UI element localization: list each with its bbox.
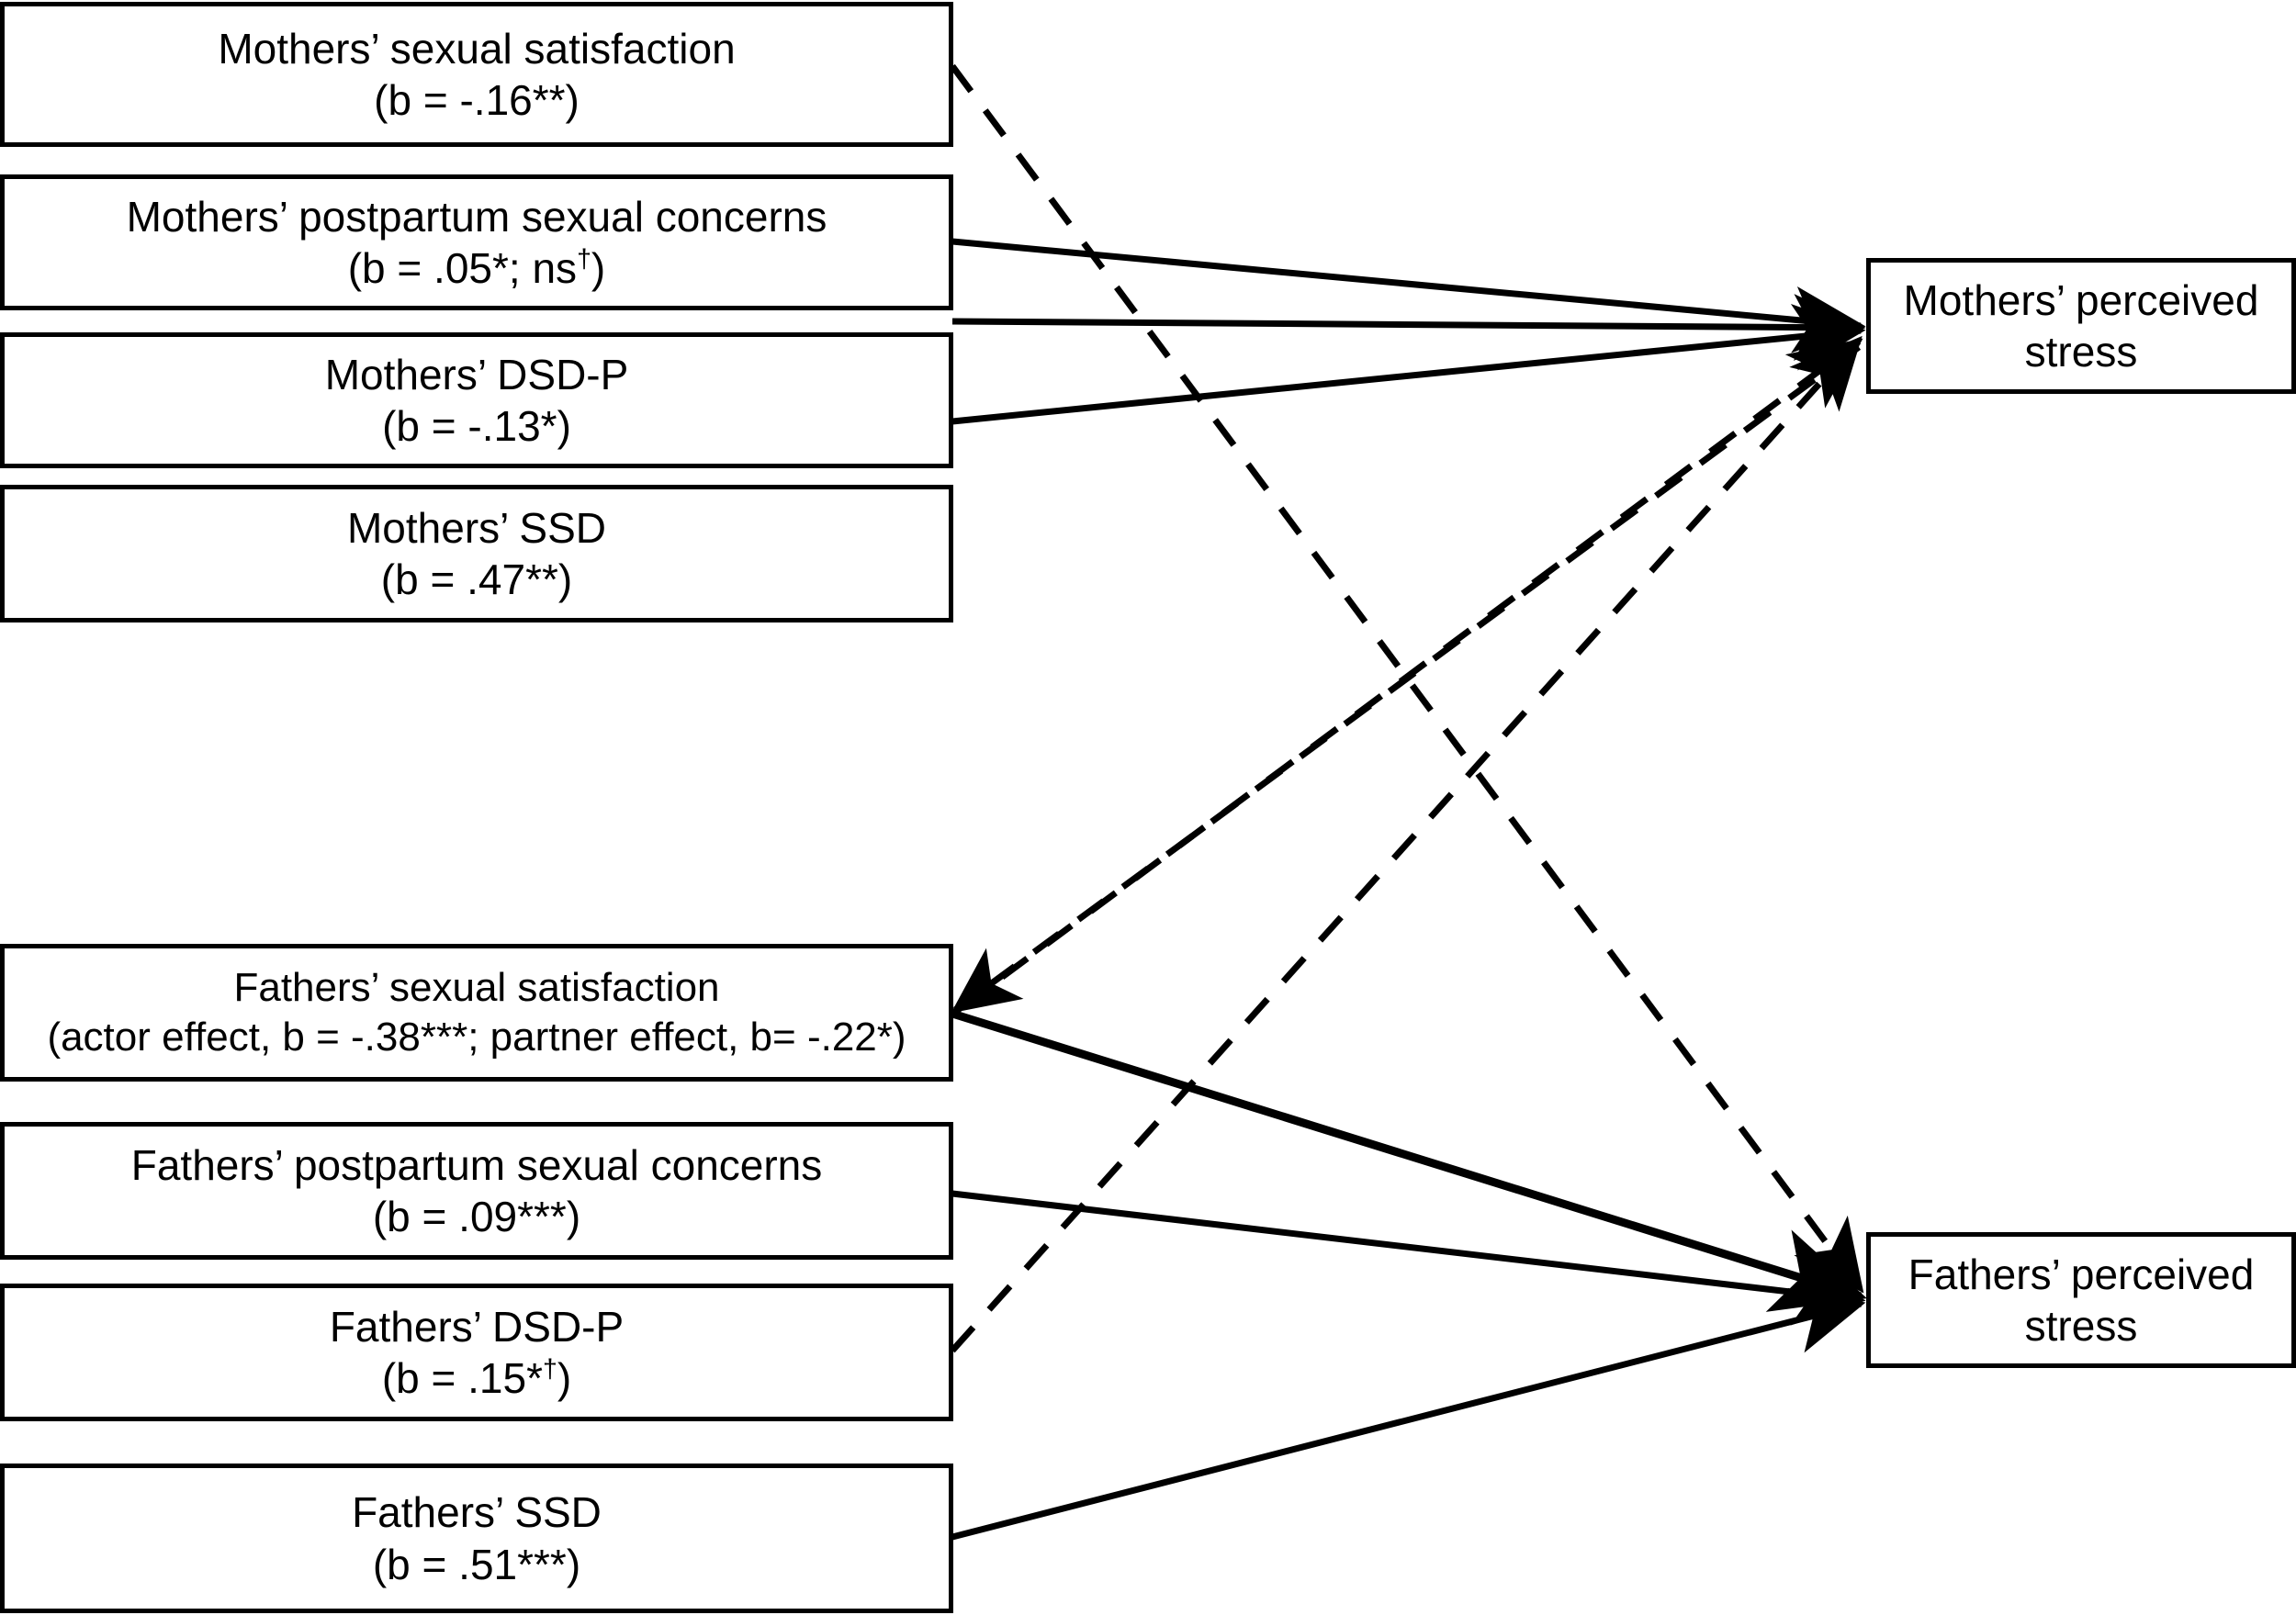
node-coefficient: (b = -.13*)	[382, 402, 571, 450]
edge-fathers-satisfaction-to-fathers-stress	[951, 1009, 1867, 1312]
node-label-line2: stress	[2024, 328, 2138, 376]
node-label: Mothers’ postpartum sexual concerns	[126, 192, 827, 241]
node-coefficient-main: (b = .15*	[381, 1354, 543, 1402]
node-label: Mothers’ SSD	[346, 503, 607, 552]
node-label-line1: Mothers’ perceived	[1903, 275, 2259, 324]
node-fathers-postpartum-sexual-concerns[interactable]: Fathers’ postpartum sexual concerns (b =…	[0, 1122, 953, 1260]
node-label: Fathers’ DSD-P	[329, 1302, 625, 1351]
node-label: Mothers’ sexual satisfaction	[218, 24, 736, 73]
node-label: Fathers’ SSD	[352, 1488, 602, 1537]
node-label: Fathers’ postpartum sexual concerns	[130, 1140, 823, 1189]
node-mothers-dsd-p[interactable]: Mothers’ DSD-P (b = -.13*)	[0, 332, 953, 468]
edge-fathers-satisfaction-to-mothers-stress	[955, 338, 1863, 1013]
node-label: Mothers’ DSD-P	[324, 350, 629, 398]
node-coefficient-main: (b = .05*; ns	[347, 244, 578, 292]
edge-fathers-concerns-to-fathers-stress	[951, 1190, 1866, 1326]
edge-fathers-ssd-to-fathers-stress	[951, 1287, 1866, 1541]
node-coefficient: (b = .05*; ns†)	[348, 242, 606, 294]
node-coefficient: (actor effect, b = -.38***; partner effe…	[47, 1015, 906, 1060]
edge-mothers-dsdp-to-mothers-stress	[951, 294, 1866, 361]
node-fathers-sexual-satisfaction[interactable]: Fathers’ sexual satisfaction (actor effe…	[0, 944, 953, 1082]
node-coefficient: (b = -.16**)	[374, 76, 580, 124]
edge-mothers-concerns-to-mothers-stress	[951, 238, 1866, 353]
node-fathers-dsd-p[interactable]: Fathers’ DSD-P (b = .15*†)	[0, 1284, 953, 1421]
node-coefficient: (b = .51***)	[372, 1540, 581, 1588]
node-coefficient: (b = .47**)	[380, 555, 573, 603]
node-label-line1: Fathers’ perceived	[1908, 1250, 2255, 1298]
node-mothers-ssd[interactable]: Mothers’ SSD (b = .47**)	[0, 485, 953, 622]
node-mothers-perceived-stress[interactable]: Mothers’ perceived stress	[1866, 258, 2296, 394]
node-coefficient-tail: )	[591, 244, 606, 292]
dagger-symbol: †	[577, 244, 591, 275]
edge-mothers-stress-to-fathers-satisfaction	[951, 344, 1862, 1014]
dagger-symbol: †	[543, 1354, 557, 1385]
node-label-line2: stress	[2024, 1302, 2138, 1350]
node-coefficient: (b = .09***)	[372, 1193, 581, 1240]
node-mothers-postpartum-sexual-concerns[interactable]: Mothers’ postpartum sexual concerns (b =…	[0, 174, 953, 310]
edge-fathers-dsdp-to-mothers-stress	[950, 335, 1863, 1353]
node-coefficient-tail: )	[557, 1354, 572, 1402]
node-label: Fathers’ sexual satisfaction	[233, 965, 720, 1011]
node-coefficient: (b = .15*†)	[382, 1352, 571, 1404]
node-fathers-ssd[interactable]: Fathers’ SSD (b = .51***)	[0, 1464, 953, 1613]
node-mothers-sexual-satisfaction[interactable]: Mothers’ sexual satisfaction (b = -.16**…	[0, 2, 953, 147]
node-fathers-perceived-stress[interactable]: Fathers’ perceived stress	[1866, 1232, 2296, 1368]
edge-mothers-satisfaction-to-fathers-stress	[950, 63, 1864, 1294]
edge-mothers-ssd-to-mothers-stress	[951, 304, 1866, 425]
